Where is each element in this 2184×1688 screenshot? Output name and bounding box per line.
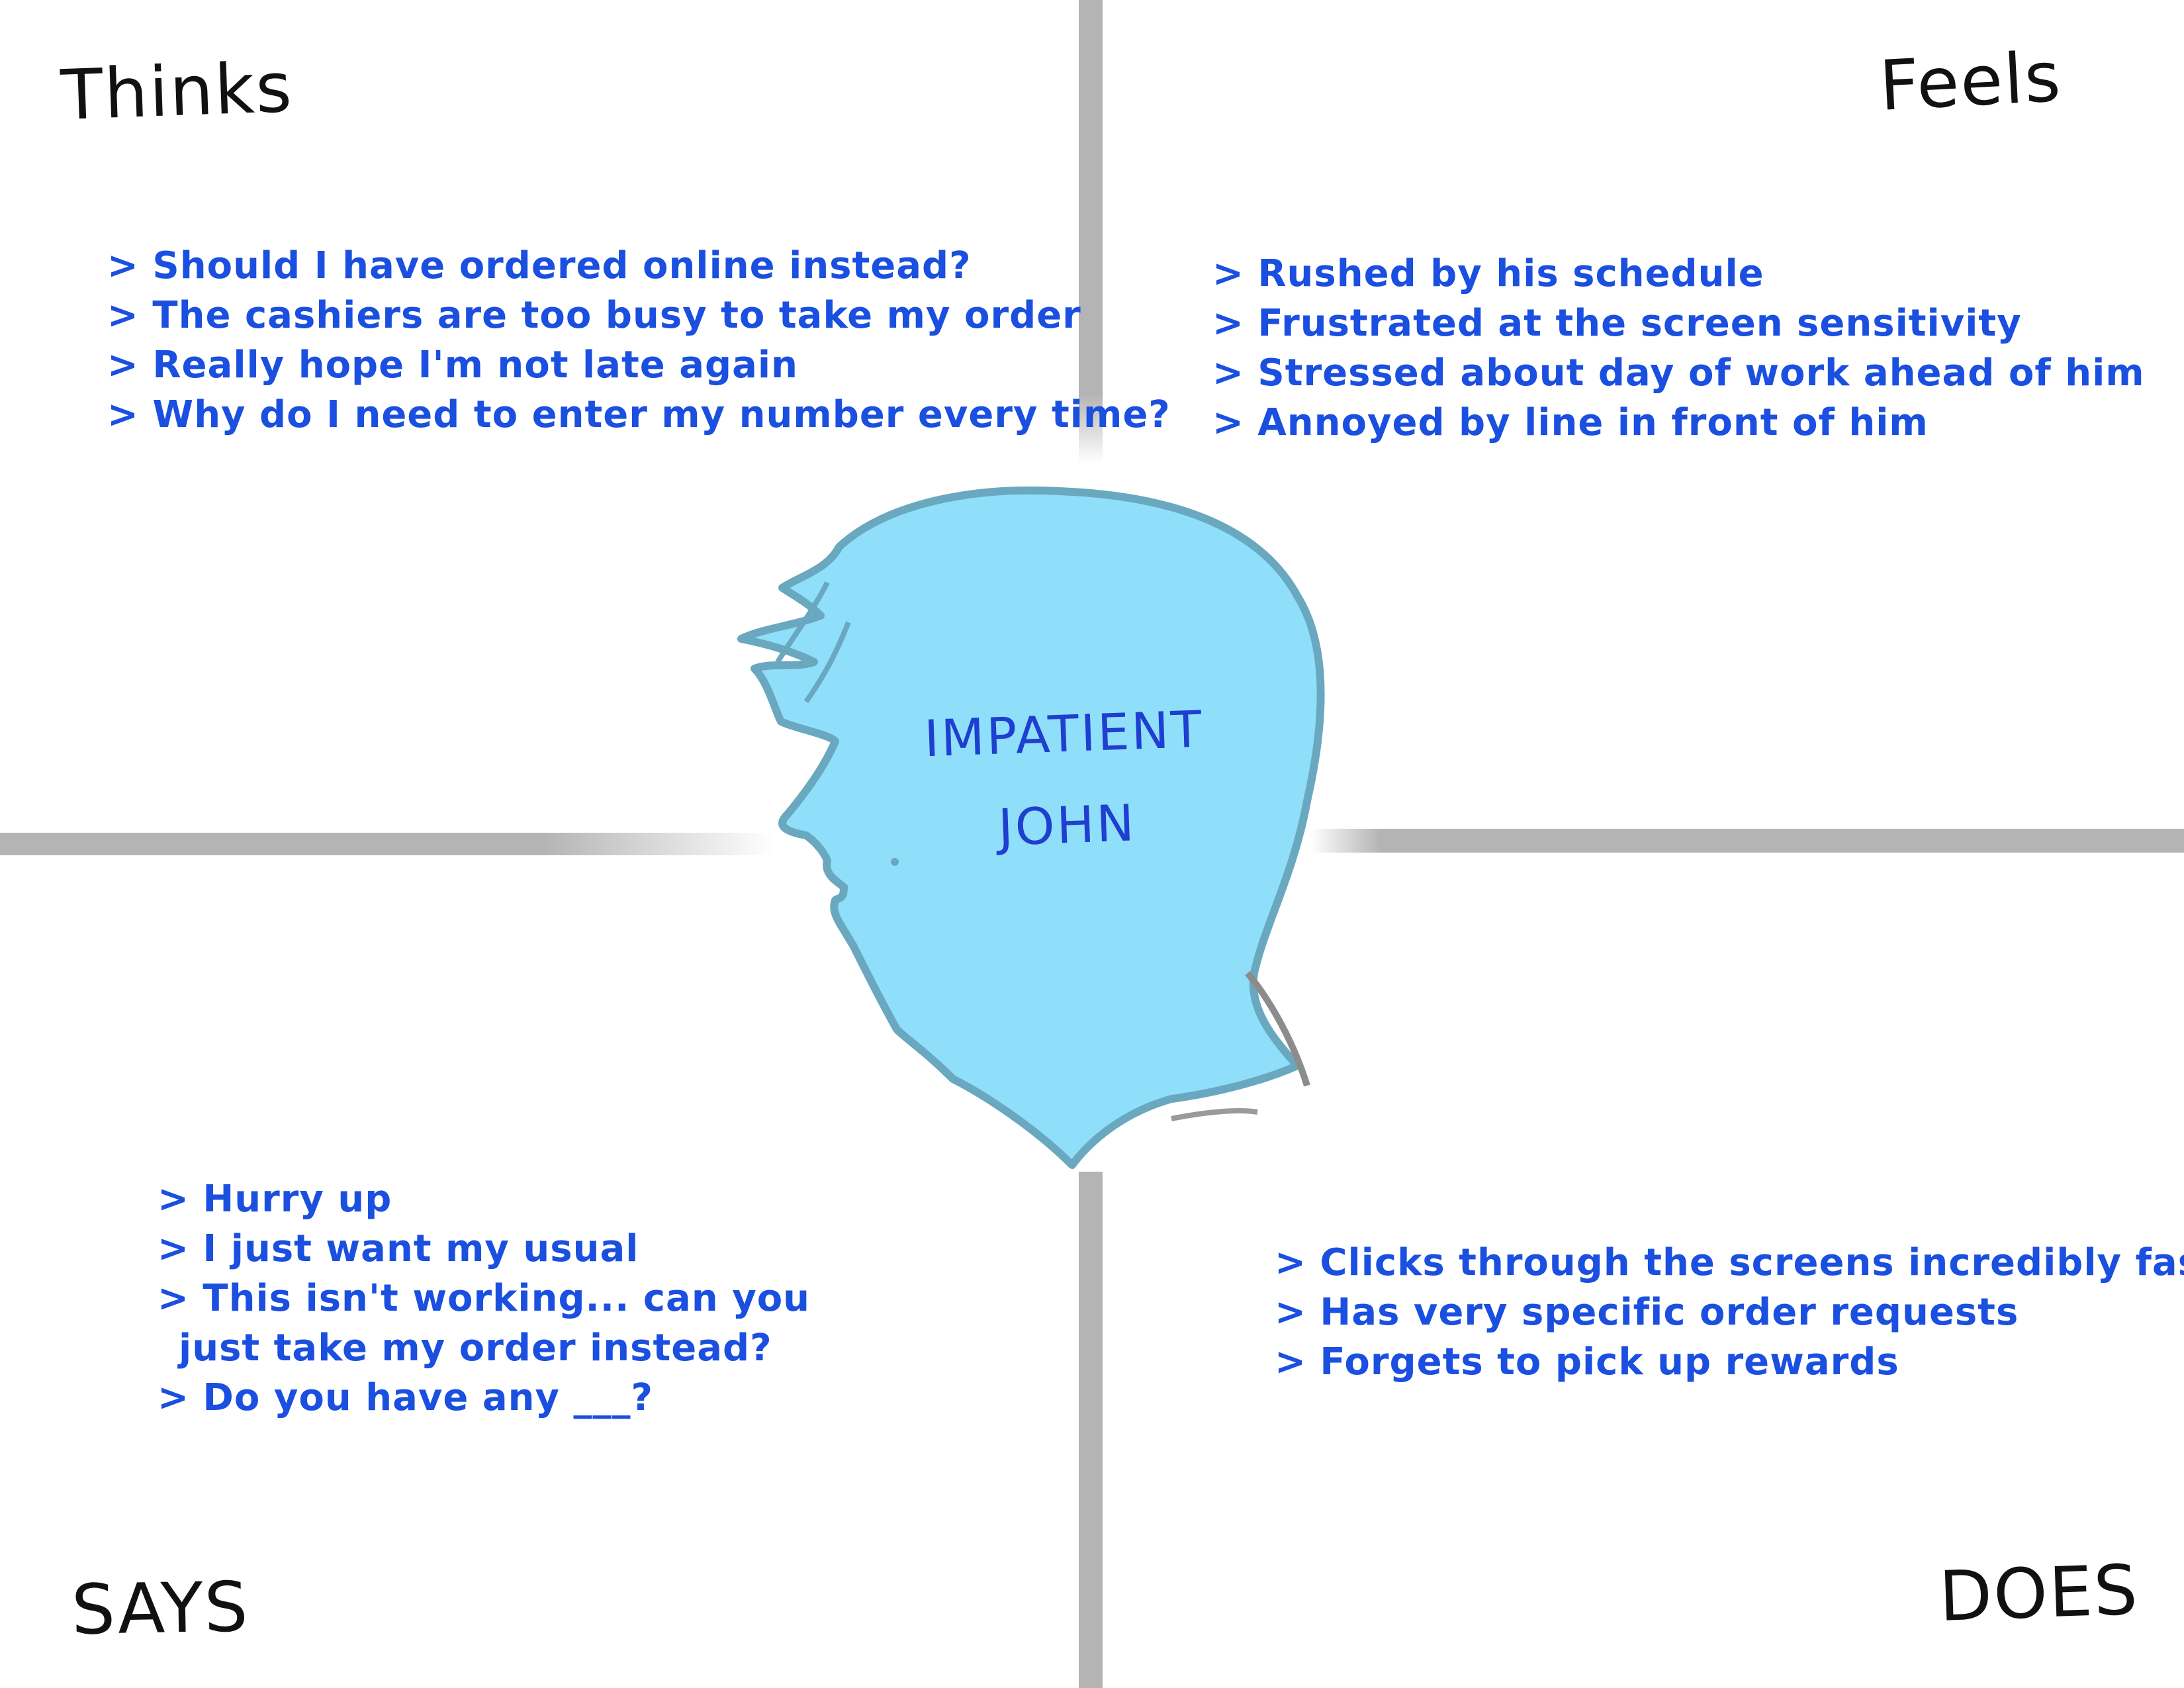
list-item: Hurry up bbox=[158, 1174, 810, 1224]
list-item-continuation: just take my order instead? bbox=[158, 1323, 810, 1373]
persona-name: IMPATIENT JOHN bbox=[917, 683, 1214, 876]
list-item: Stressed about day of work ahead of him bbox=[1212, 348, 2145, 398]
list-item: Really hope I'm not late again bbox=[107, 340, 1171, 390]
list-item: The cashiers are too busy to take my ord… bbox=[107, 291, 1171, 340]
persona-line-2: JOHN bbox=[997, 793, 1137, 857]
thinks-title: Thinks bbox=[59, 46, 295, 136]
says-title: SAYS bbox=[70, 1566, 250, 1650]
list-item: Why do I need to enter my number every t… bbox=[107, 390, 1171, 440]
does-title: DOES bbox=[1937, 1549, 2140, 1637]
list-item: Frustrated at the screen sensitivity bbox=[1212, 299, 2145, 348]
horizontal-axis-right bbox=[1310, 829, 2184, 853]
feels-title: Feels bbox=[1877, 36, 2064, 126]
list-item: This isn't working... can you bbox=[158, 1274, 810, 1323]
list-item: Should I have ordered online instead? bbox=[107, 241, 1171, 291]
list-item: I just want my usual bbox=[158, 1224, 810, 1274]
continuation-text: just take my order instead? bbox=[179, 1327, 772, 1370]
list-item: Clicks through the screens incredibly fa… bbox=[1275, 1238, 2184, 1288]
list-item: Rushed by his schedule bbox=[1212, 249, 2145, 299]
list-item: Has very specific order requests bbox=[1275, 1288, 2184, 1337]
persona-line-1: IMPATIENT bbox=[923, 699, 1205, 769]
horizontal-axis-left bbox=[0, 833, 774, 855]
list-item: Forgets to pick up rewards bbox=[1275, 1337, 2184, 1387]
list-item: Annoyed by line in front of him bbox=[1212, 398, 2145, 447]
list-item: Do you have any ___? bbox=[158, 1373, 810, 1423]
does-list: Clicks through the screens incredibly fa… bbox=[1275, 1238, 2184, 1387]
thinks-list: Should I have ordered online instead? Th… bbox=[107, 241, 1171, 440]
vertical-axis-bottom bbox=[1079, 1172, 1103, 1688]
head-silhouette bbox=[737, 486, 1325, 1169]
feels-list: Rushed by his schedule Frustrated at the… bbox=[1212, 249, 2145, 447]
says-list: Hurry up I just want my usual This isn't… bbox=[158, 1174, 810, 1423]
